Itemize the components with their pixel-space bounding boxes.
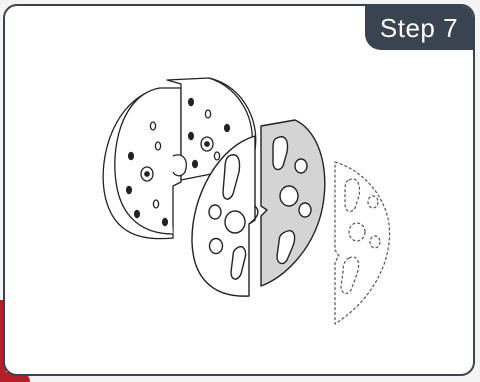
ghost-plate-outline <box>335 162 390 324</box>
instruction-card: Step 7 <box>3 4 475 376</box>
highlighted-plate <box>261 120 325 286</box>
assembly-illustration <box>5 6 475 376</box>
